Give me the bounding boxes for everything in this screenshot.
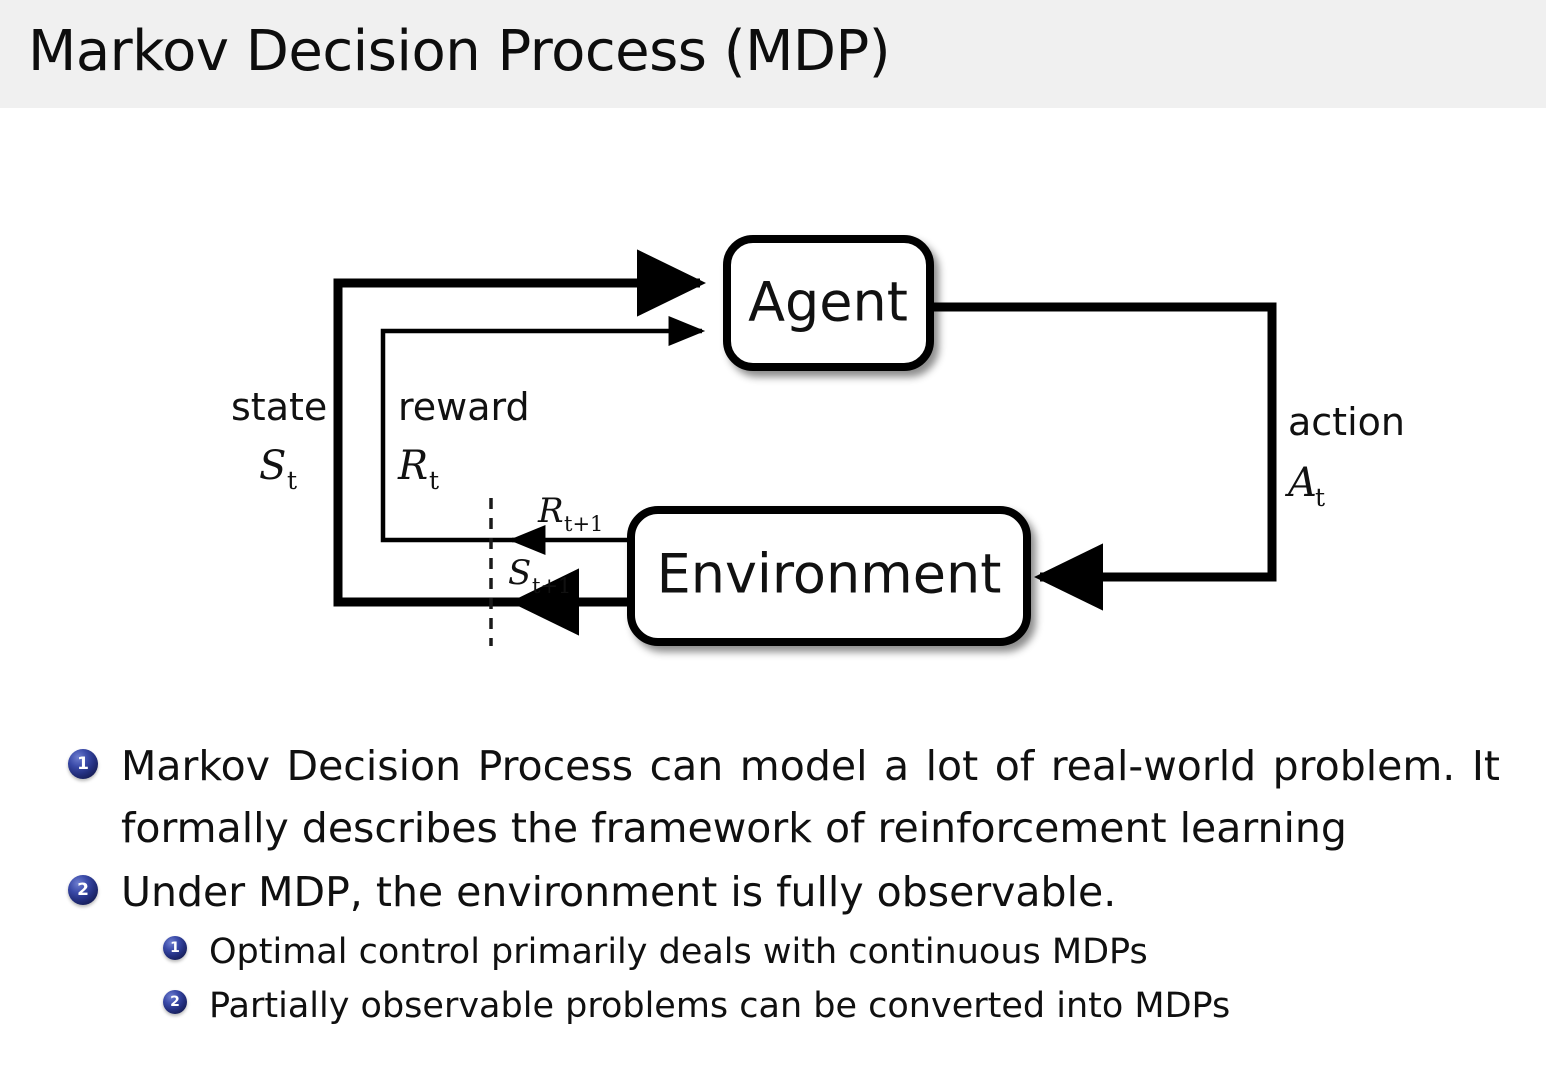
label-reward-word: reward [398, 385, 530, 429]
edge-reward [380, 316, 706, 543]
node-agent-label: Agent [748, 271, 908, 334]
list-item: 2 Under MDP, the environment is fully ob… [0, 861, 1546, 923]
label-reward-next-symbol: R [537, 491, 564, 531]
list-item-text: Partially observable problems can be con… [209, 986, 1231, 1026]
bullet-list: 1 Markov Decision Process can model a lo… [0, 735, 1546, 1033]
list-item-text: Markov Decision Process can model a lot … [121, 742, 1500, 852]
label-reward-subscript: t [429, 466, 439, 495]
bullet-marker-1: 1 [68, 749, 98, 779]
label-state-next: S t+1 [508, 553, 571, 598]
label-state-next-subscript: t+1 [532, 574, 571, 598]
label-state-word: state [231, 385, 327, 429]
node-agent[interactable]: Agent [723, 235, 934, 371]
diagram-canvas: Agent Environment state S t reward R t a… [231, 235, 1405, 646]
bullet-marker-2: 2 [68, 875, 98, 905]
label-action: action A t [1284, 400, 1405, 512]
label-action-symbol: A [1284, 460, 1317, 506]
node-environment[interactable]: Environment [627, 506, 1031, 646]
slide-header-band: Markov Decision Process (MDP) [0, 0, 1546, 108]
label-state: state S t [231, 385, 327, 495]
edge-state [333, 249, 706, 607]
label-reward-next: R t+1 [537, 491, 603, 536]
list-item-text: Optimal control primarily deals with con… [209, 932, 1148, 972]
list-item: 2 Partially observable problems can be c… [0, 979, 1546, 1033]
agent-environment-diagram: Agent Environment state S t reward R t a… [0, 108, 1546, 708]
sub-bullet-marker-1: 1 [163, 936, 187, 960]
page-title: Markov Decision Process (MDP) [28, 19, 891, 84]
edge-action [928, 302, 1277, 611]
label-state-next-symbol: S [508, 553, 531, 593]
label-state-subscript: t [287, 466, 297, 495]
list-item: 1 Markov Decision Process can model a lo… [0, 735, 1546, 859]
sub-bullet-marker-2: 2 [163, 990, 187, 1014]
label-action-subscript: t [1315, 483, 1325, 512]
list-item-text: Under MDP, the environment is fully obse… [121, 868, 1117, 916]
label-reward: reward R t [397, 385, 530, 495]
label-state-symbol: S [259, 443, 286, 489]
label-reward-next-subscript: t+1 [564, 512, 603, 536]
list-item: 1 Optimal control primarily deals with c… [0, 925, 1546, 979]
label-reward-symbol: R [397, 443, 428, 489]
node-environment-label: Environment [657, 543, 1002, 606]
label-action-word: action [1288, 400, 1405, 444]
